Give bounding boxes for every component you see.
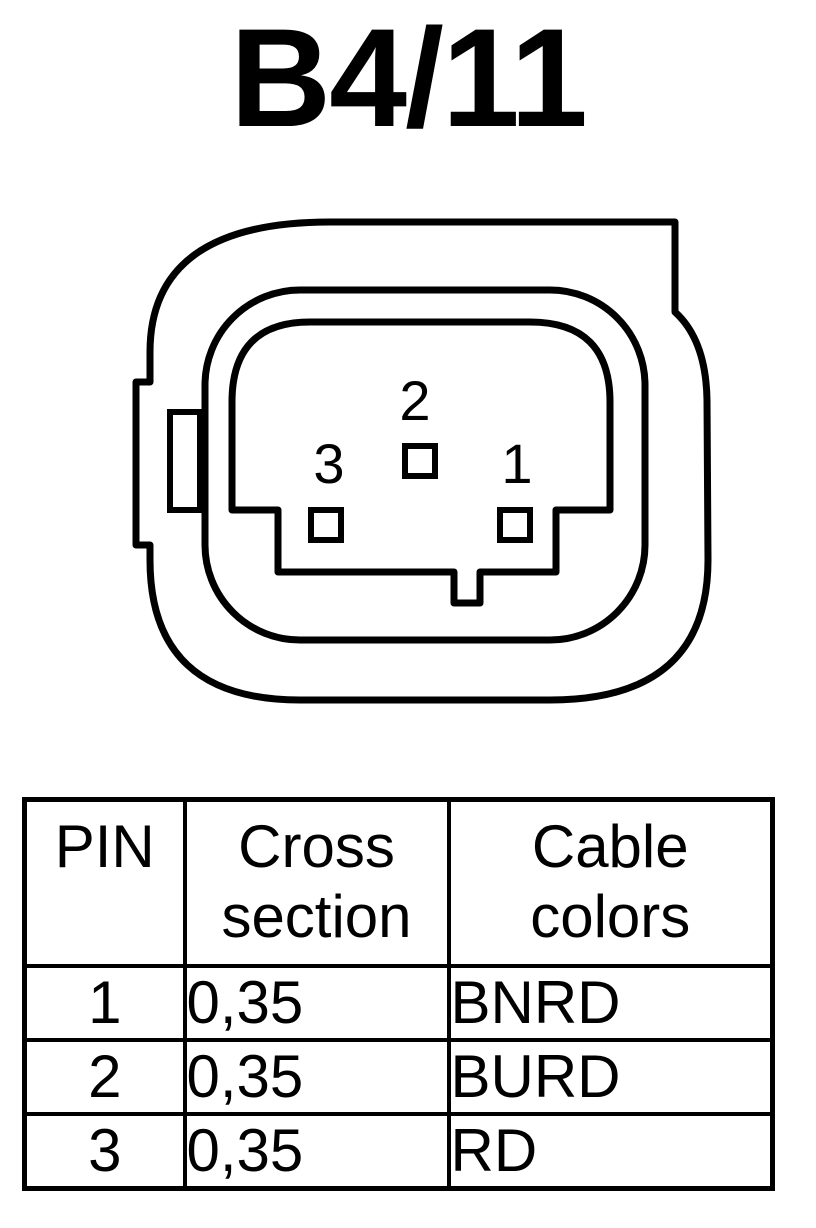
cell-cross-section: 0,35 <box>182 1037 451 1116</box>
header-cross-section-line2: section <box>221 883 412 950</box>
pin-3-contact <box>308 507 344 543</box>
header-cross-section: Cross section <box>182 797 451 968</box>
connector-diagram: 2 3 1 <box>132 218 712 704</box>
pin-2-contact <box>402 443 438 479</box>
pin-1-label: 1 <box>501 432 532 495</box>
table-row: 1 0,35 BNRD <box>22 963 775 1042</box>
cell-pin: 1 <box>22 963 187 1042</box>
cell-cross-section: 0,35 <box>182 963 451 1042</box>
pin-table-header-row: PIN Cross section Cable colors <box>22 797 775 968</box>
cell-cable-color: BNRD <box>446 963 775 1042</box>
header-cable-colors-line2: colors <box>530 883 691 950</box>
connector-title: B4/11 <box>230 0 588 156</box>
cell-cross-section: 0,35 <box>182 1111 451 1190</box>
header-cable-colors: Cable colors <box>446 797 775 968</box>
table-row: 3 0,35 RD <box>22 1111 775 1190</box>
cell-pin: 3 <box>22 1111 187 1190</box>
pin-2-label: 2 <box>399 369 430 432</box>
pin-table: PIN Cross section Cable colors 1 0,35 BN… <box>22 797 775 1191</box>
header-cross-section-line1: Cross <box>238 813 395 880</box>
cell-cable-color: RD <box>446 1111 775 1190</box>
header-pin: PIN <box>22 797 187 968</box>
header-cable-colors-line1: Cable <box>531 813 689 880</box>
table-row: 2 0,35 BURD <box>22 1037 775 1116</box>
connector-seal-ring <box>201 286 649 644</box>
pin-1-contact <box>497 507 533 543</box>
connector-housing-outline <box>132 218 712 704</box>
connector-latch <box>167 409 203 513</box>
connector-cavity-outline <box>228 318 614 607</box>
cell-pin: 2 <box>22 1037 187 1116</box>
cell-cable-color: BURD <box>446 1037 775 1116</box>
header-pin-label: PIN <box>54 813 155 880</box>
pin-3-label: 3 <box>313 432 344 495</box>
